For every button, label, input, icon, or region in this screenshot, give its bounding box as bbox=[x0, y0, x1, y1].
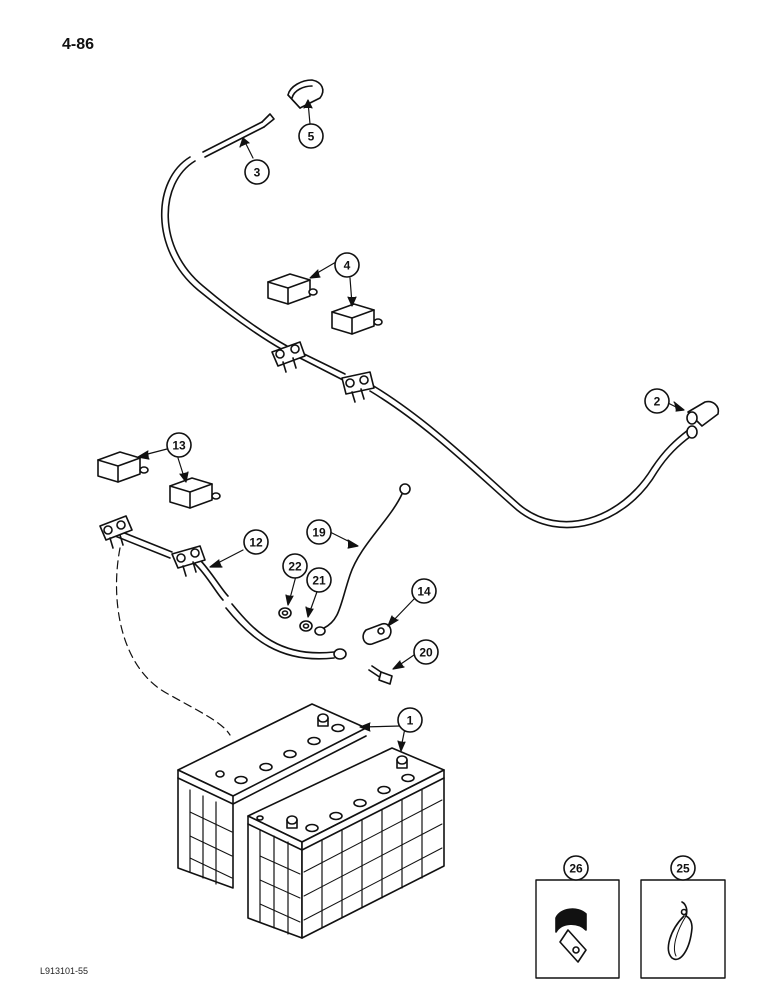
bolt-20 bbox=[368, 665, 393, 685]
callout-4: 4 bbox=[334, 252, 360, 278]
callout-21: 21 bbox=[306, 567, 332, 593]
callout-14: 14 bbox=[411, 578, 437, 604]
callout-12: 12 bbox=[243, 529, 269, 555]
svg-text:21: 21 bbox=[312, 574, 326, 588]
svg-text:26: 26 bbox=[569, 862, 583, 876]
leader-lines bbox=[137, 99, 685, 752]
svg-text:3: 3 bbox=[254, 166, 261, 180]
insulator-cover-4a bbox=[267, 273, 318, 305]
svg-text:2: 2 bbox=[654, 395, 661, 409]
svg-text:22: 22 bbox=[288, 560, 302, 574]
svg-text:25: 25 bbox=[676, 862, 690, 876]
callout-19: 19 bbox=[306, 519, 332, 545]
svg-text:4: 4 bbox=[344, 259, 351, 273]
svg-text:5: 5 bbox=[308, 130, 315, 144]
nut-22 bbox=[278, 607, 292, 619]
svg-text:20: 20 bbox=[419, 646, 433, 660]
washer-21 bbox=[299, 620, 313, 632]
clamp-upper-1 bbox=[271, 341, 306, 373]
callout-20: 20 bbox=[413, 639, 439, 665]
insulator-cover-13a bbox=[97, 451, 149, 483]
terminal-clamp-14 bbox=[362, 622, 392, 646]
insulator-cover-4b bbox=[331, 303, 383, 335]
svg-text:19: 19 bbox=[312, 526, 326, 540]
svg-text:13: 13 bbox=[172, 439, 186, 453]
svg-text:14: 14 bbox=[417, 585, 431, 599]
terminal-cap-5 bbox=[287, 79, 324, 109]
cable-end-terminal-2 bbox=[686, 425, 698, 439]
terminal-cap-2 bbox=[686, 400, 720, 427]
cable-12 bbox=[109, 527, 347, 660]
callout-5: 5 bbox=[298, 123, 324, 149]
callout-26: 26 bbox=[563, 855, 589, 881]
figure-code: L913101-55 bbox=[40, 966, 89, 976]
page-number: 4-86 bbox=[62, 36, 95, 53]
callout-22: 22 bbox=[282, 553, 308, 579]
svg-text:12: 12 bbox=[249, 536, 263, 550]
detail-box-26 bbox=[535, 879, 620, 979]
callout-25: 25 bbox=[670, 855, 696, 881]
clamp-upper-2 bbox=[341, 371, 375, 403]
callout-2: 2 bbox=[644, 388, 670, 414]
ground-strap-19 bbox=[314, 483, 411, 636]
clamp-lower-2 bbox=[171, 545, 206, 577]
callout-1: 1 bbox=[397, 707, 423, 733]
detail-box-25 bbox=[640, 879, 726, 979]
cable-main-loop bbox=[160, 156, 692, 529]
svg-text:1: 1 bbox=[407, 714, 414, 728]
clamp-lower-1 bbox=[99, 515, 133, 549]
dashed-leader-line bbox=[115, 547, 231, 736]
callout-13: 13 bbox=[166, 432, 192, 458]
callout-3: 3 bbox=[244, 159, 270, 185]
cable-3-upper-segment bbox=[202, 113, 275, 158]
battery-front bbox=[247, 747, 445, 939]
insulator-cover-13b bbox=[169, 477, 221, 509]
